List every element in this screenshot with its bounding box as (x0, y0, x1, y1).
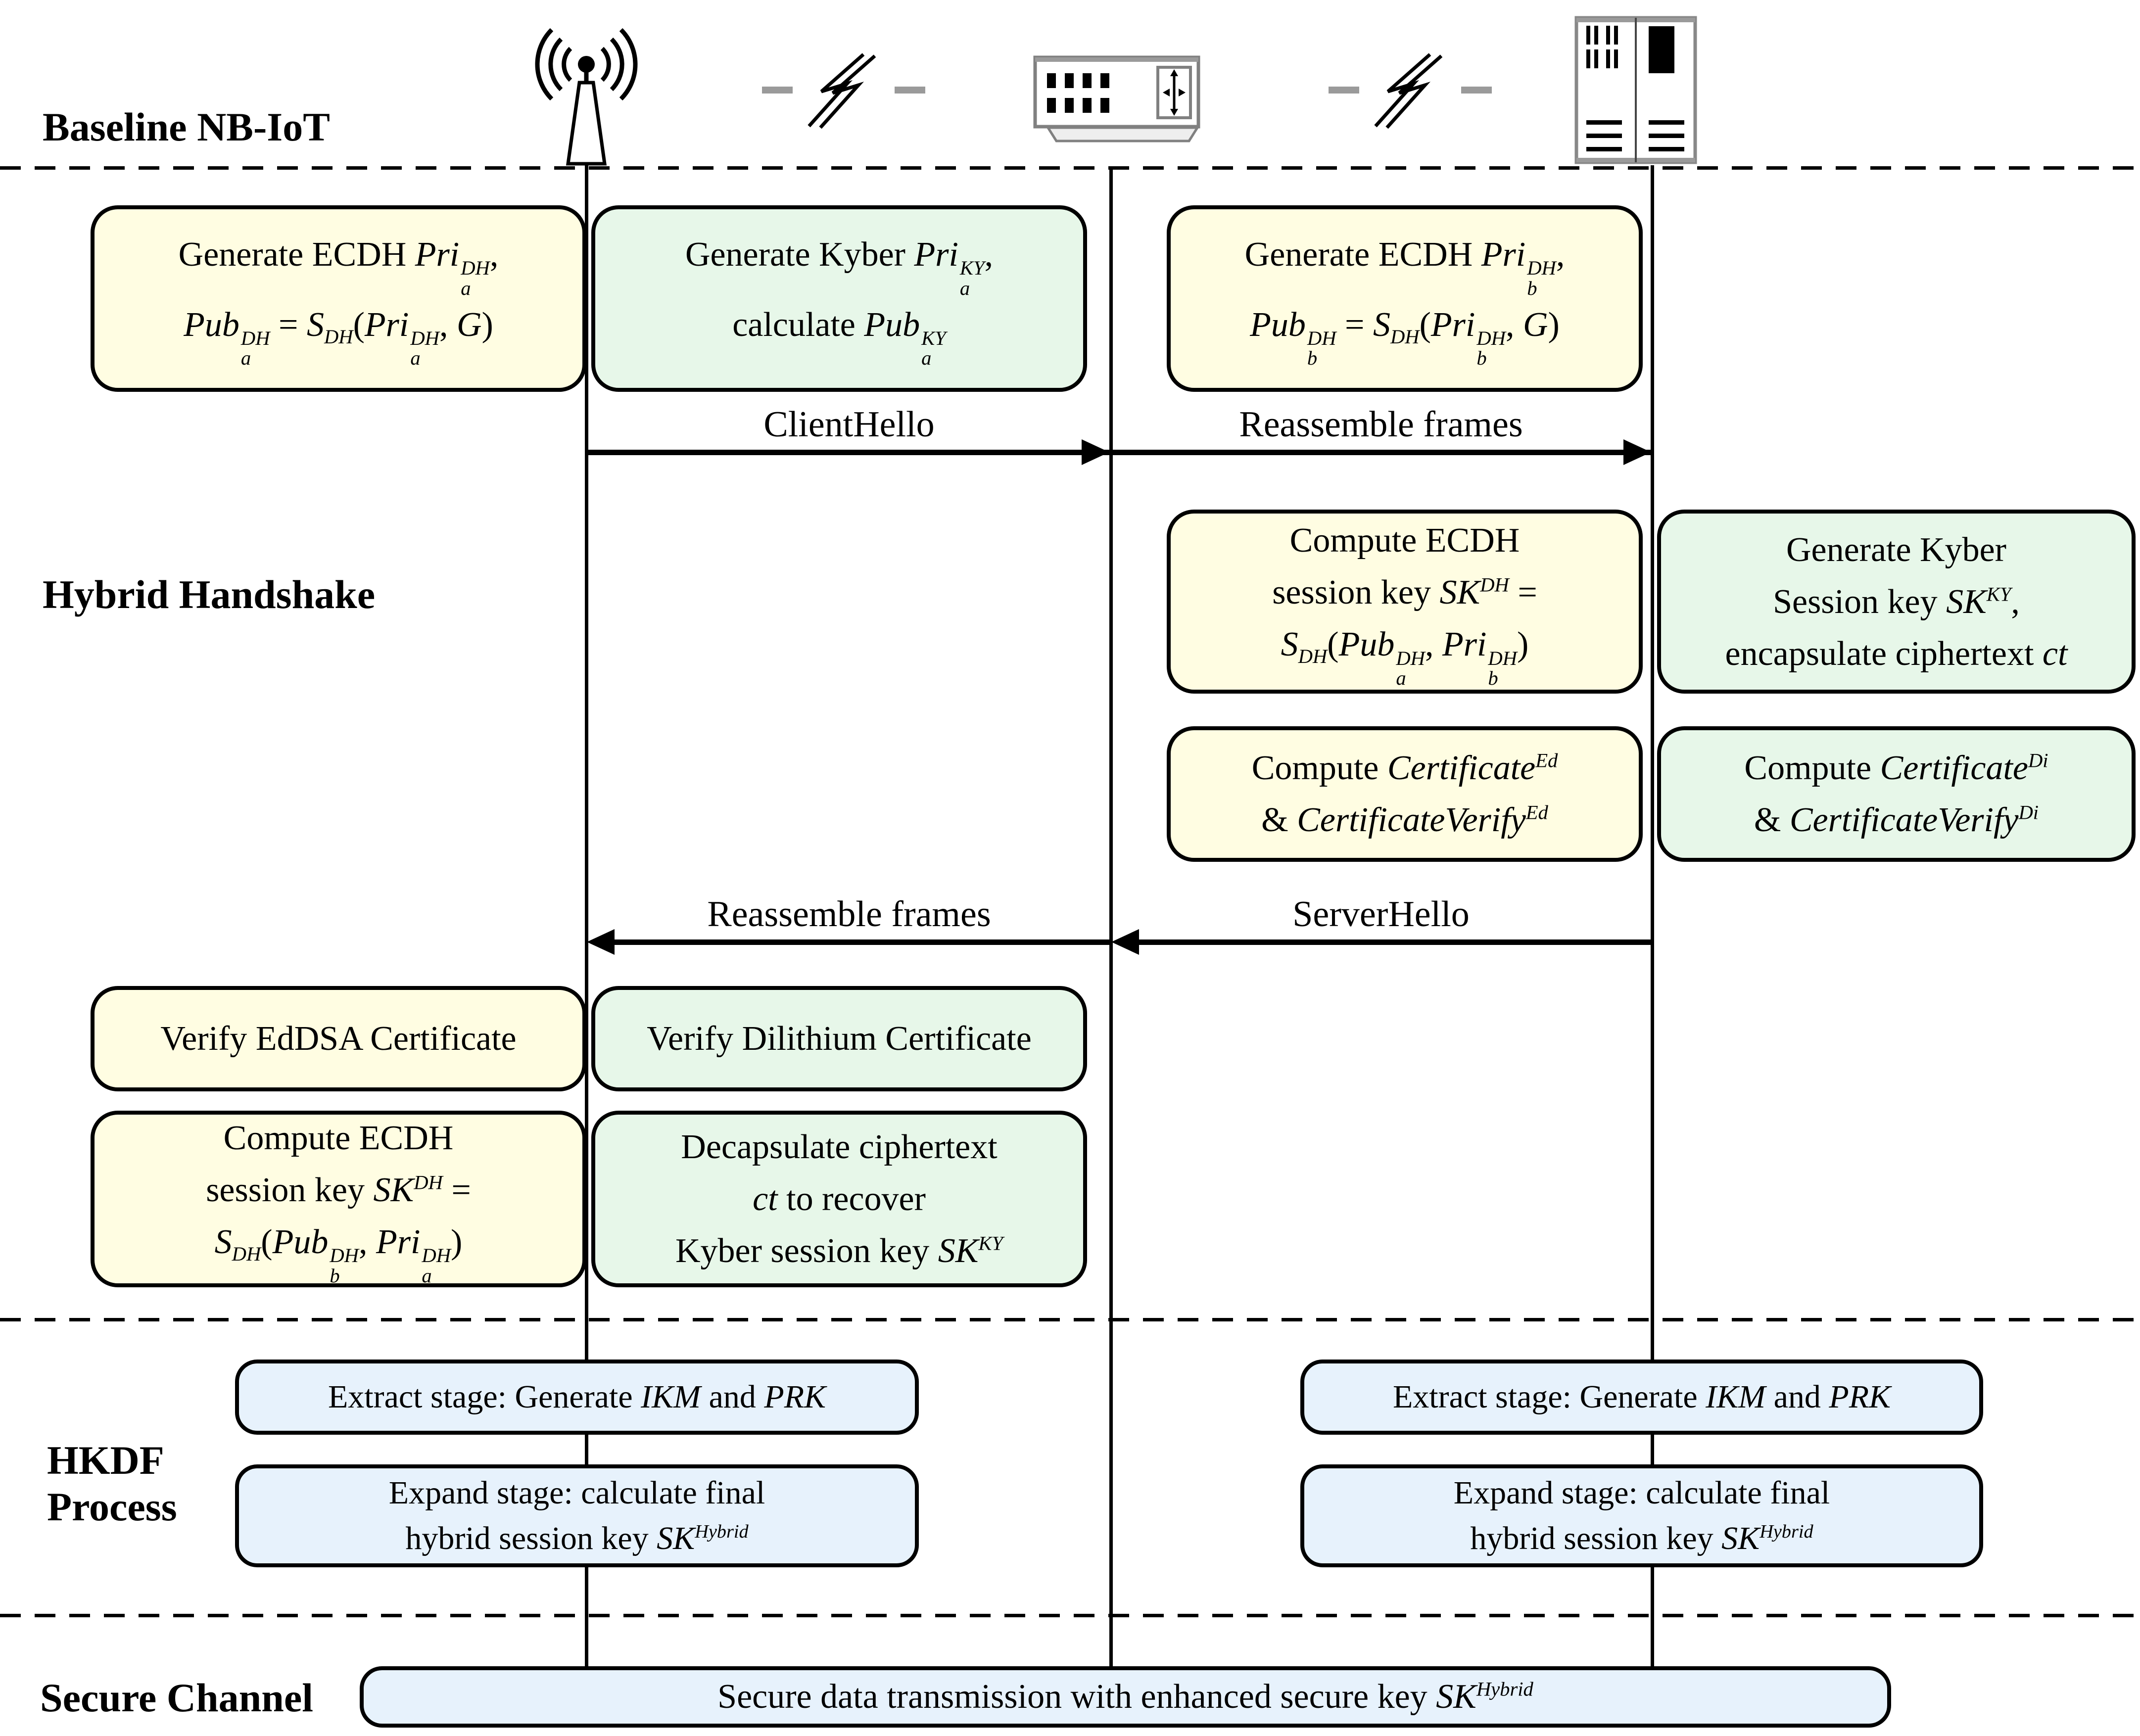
arrowhead-reassemble-right (1623, 439, 1651, 465)
box-secure-transmission: Secure data transmission with enhanced s… (360, 1666, 1891, 1728)
lifeline-base-station (585, 163, 588, 1666)
lifeline-router (1109, 167, 1113, 1666)
section-label-baseline: Baseline NB-IoT (43, 104, 330, 149)
arrowhead-reassemble-left (587, 929, 615, 955)
arrow-clienthello (587, 450, 1110, 455)
section-label-secure: Secure Channel (40, 1675, 314, 1720)
arrow-serverhello (1138, 939, 1652, 945)
arrow-reassemble-right (1110, 450, 1651, 455)
message-label-reassemble-left: Reassemble frames (707, 894, 991, 935)
separator-hkdf-secure (0, 1614, 2140, 1617)
separator-baseline (0, 166, 2140, 170)
lifeline-server (1651, 165, 1654, 1666)
box-hkdf-extract-server: Extract stage: Generate IKM and PRK (1300, 1360, 1983, 1435)
wireless-link-icon (762, 52, 925, 131)
box-hkdf-extract-ue: Extract stage: Generate IKM and PRK (235, 1360, 919, 1435)
wireless-link-icon (1329, 52, 1492, 131)
router-switch-icon (1033, 55, 1212, 146)
separator-handshake-hkdf (0, 1318, 2140, 1321)
message-label-clienthello: ClientHello (763, 404, 935, 445)
box-ue-verify-dilithium: Verify Dilithium Certificate (591, 986, 1087, 1091)
base-station-antenna-icon (532, 22, 641, 168)
arrowhead-clienthello (1082, 439, 1109, 465)
message-label-reassemble-right: Reassemble frames (1239, 404, 1523, 445)
message-label-serverhello: ServerHello (1292, 894, 1470, 935)
arrow-reassemble-left (615, 939, 1111, 945)
arrowhead-serverhello (1111, 929, 1139, 955)
box-ue-verify-eddsa: Verify EdDSA Certificate (91, 986, 586, 1091)
server-rack-icon (1574, 14, 1697, 169)
box-server-certificate-eddsa: Compute CertificateEd& CertificateVerify… (1167, 726, 1643, 862)
box-server-certificate-dilithium: Compute CertificateDi& CertificateVerify… (1657, 726, 2136, 862)
section-label-handshake: Hybrid Handshake (43, 572, 376, 617)
